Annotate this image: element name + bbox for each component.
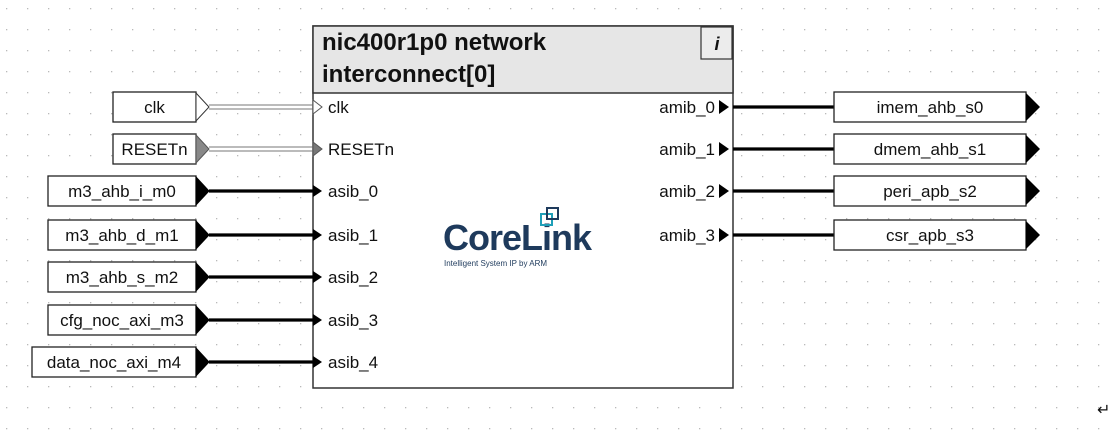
output-port-box — [833, 219, 1027, 251]
output-port-box — [833, 91, 1027, 123]
input-port-label: m3_ahb_s_m2 — [66, 268, 178, 287]
logo-tagline: Intelligent System IP by ARM — [444, 259, 547, 268]
info-button-frame — [700, 26, 733, 60]
output-arrow-icon — [1026, 93, 1040, 121]
input-arrow-icon — [195, 261, 210, 293]
input-arrow-icon — [195, 219, 210, 251]
pin-arrow-icon — [313, 314, 322, 326]
pin-arrow-icon — [313, 229, 322, 241]
input-port[interactable]: m3_ahb_i_m0 asib_0 — [47, 175, 378, 207]
input-port-box — [47, 304, 197, 336]
info-button[interactable]: i — [700, 26, 733, 60]
output-pin-label: amib_2 — [659, 182, 715, 201]
output-port[interactable]: amib_1 dmem_ahb_s1 — [659, 133, 1040, 165]
input-port-box — [112, 91, 197, 123]
input-arrow-icon — [195, 175, 210, 207]
input-pin-label: asib_3 — [328, 311, 378, 330]
output-pin-label: amib_1 — [659, 140, 715, 159]
input-pin-label: asib_0 — [328, 182, 378, 201]
output-port[interactable]: amib_3 csr_apb_s3 — [659, 219, 1040, 251]
input-arrow-icon — [195, 346, 210, 378]
logo-brand-text: CoreLink — [443, 217, 593, 258]
nic400-block[interactable]: nic400r1p0 network interconnect[0] i — [312, 25, 734, 389]
pin-arrow-icon — [313, 185, 322, 197]
input-port[interactable]: data_noc_axi_m4 asib_4 — [31, 346, 378, 378]
input-arrow-icon — [195, 304, 210, 336]
output-port-label: peri_apb_s2 — [883, 182, 977, 201]
output-port-label: imem_ahb_s0 — [877, 98, 984, 117]
input-pin-label: asib_1 — [328, 226, 378, 245]
input-port-box — [47, 175, 197, 207]
output-port-label: csr_apb_s3 — [886, 226, 974, 245]
output-port-box — [833, 175, 1027, 207]
pin-arrow-icon — [313, 356, 322, 368]
input-port-label: m3_ahb_d_m1 — [65, 226, 178, 245]
input-port-label: data_noc_axi_m4 — [47, 353, 181, 372]
pin-arrow-icon — [719, 142, 729, 156]
input-arrow-icon — [195, 133, 210, 165]
return-glyph: ↵ — [1097, 402, 1110, 419]
input-pin-label: clk — [328, 98, 349, 117]
output-pin-label: amib_3 — [659, 226, 715, 245]
input-port[interactable]: cfg_noc_axi_m3 asib_3 — [47, 304, 378, 336]
output-port[interactable]: amib_0 imem_ahb_s0 — [659, 91, 1040, 123]
input-port[interactable]: m3_ahb_d_m1 asib_1 — [47, 219, 378, 251]
output-ports: amib_0 imem_ahb_s0 amib_1 dmem_ahb_s1 amib_2… — [659, 91, 1040, 251]
pin-arrow-icon — [312, 98, 323, 116]
input-port[interactable]: clk clk — [112, 91, 349, 123]
input-pin-label: asib_4 — [328, 353, 378, 372]
input-pin-label: asib_2 — [328, 268, 378, 287]
input-port-box — [47, 219, 197, 251]
block-title-bar — [312, 25, 734, 94]
output-arrow-icon — [1026, 221, 1040, 249]
input-port-box — [31, 346, 197, 378]
output-port-label: dmem_ahb_s1 — [874, 140, 986, 159]
pin-arrow-icon — [719, 100, 729, 114]
output-pin-label: amib_0 — [659, 98, 715, 117]
pin-arrow-icon — [719, 184, 729, 198]
output-port[interactable]: amib_2 peri_apb_s2 — [659, 175, 1040, 207]
input-arrow-icon — [195, 91, 210, 123]
block-title-line1: nic400r1p0 network — [322, 29, 547, 56]
corelink-logo: CoreLink Intelligent System IP by ARM — [443, 207, 594, 268]
input-pin-label: RESETn — [328, 140, 394, 159]
input-port-label: clk — [144, 98, 165, 117]
pin-arrow-icon — [313, 271, 322, 283]
input-port-label: m3_ahb_i_m0 — [68, 182, 176, 201]
logo-square-icon-2 — [546, 207, 559, 220]
pin-arrow-icon — [719, 228, 729, 242]
output-arrow-icon — [1026, 177, 1040, 205]
block-title-line2: interconnect[0] — [322, 61, 495, 88]
input-port[interactable]: m3_ahb_s_m2 asib_2 — [47, 261, 378, 293]
pin-arrow-icon — [312, 140, 323, 158]
input-port-box — [47, 261, 197, 293]
input-port-label: RESETn — [121, 140, 187, 159]
input-port-label: cfg_noc_axi_m3 — [60, 311, 184, 330]
input-port-box — [112, 133, 197, 165]
info-icon: i — [714, 34, 720, 54]
output-arrow-icon — [1026, 135, 1040, 163]
input-port[interactable]: RESETn RESETn — [112, 133, 394, 165]
